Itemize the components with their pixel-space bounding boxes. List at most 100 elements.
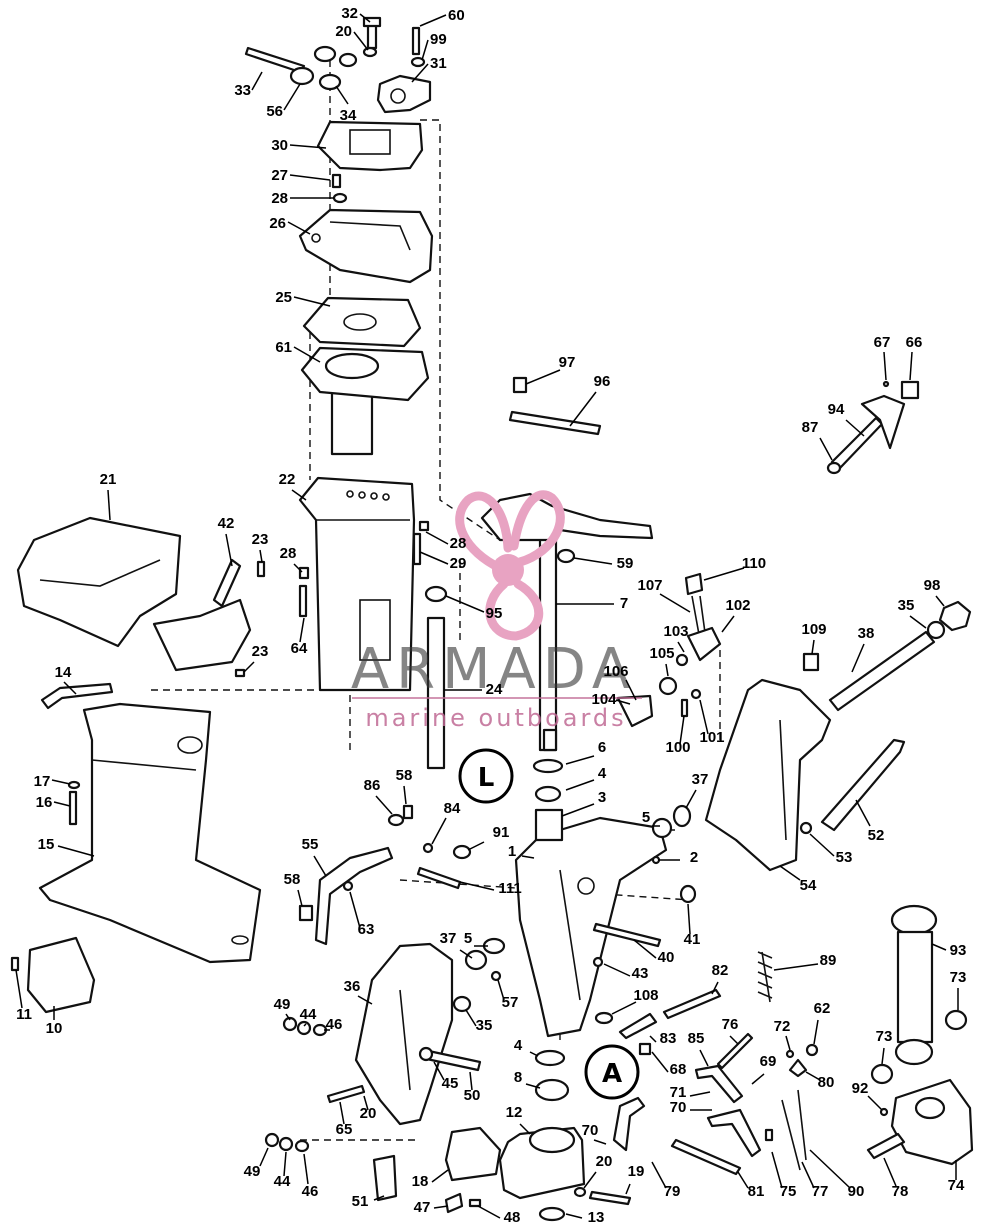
callout-leader [107, 489, 111, 521]
callout-20: 20 [360, 1095, 376, 1122]
callout-number: 52 [868, 827, 885, 844]
callout-number: 46 [302, 1183, 319, 1200]
callout-number: 28 [450, 535, 467, 552]
callout-number: 102 [725, 597, 750, 614]
callout-number: 28 [271, 190, 288, 207]
callout-number: 5 [642, 809, 650, 826]
callout-number: 55 [302, 836, 319, 853]
callout-number: 44 [300, 1006, 317, 1023]
callout-number: 76 [722, 1016, 739, 1033]
callout-number: 16 [36, 794, 53, 811]
callout-102: 102 [721, 597, 751, 633]
callout-73: 73 [876, 1028, 892, 1065]
callout-leader [243, 661, 255, 673]
callout-number: 43 [632, 965, 649, 982]
inner-exhaust-housing-22 [298, 476, 416, 692]
callout-leader [459, 949, 473, 959]
callout-leader [931, 943, 947, 951]
callout-number: 97 [559, 354, 576, 371]
gasket-30 [316, 120, 424, 172]
arm-79 [612, 1096, 646, 1152]
callout-number: 67 [874, 334, 891, 351]
washer-86 [387, 813, 405, 827]
callout-32: 32 [341, 5, 371, 23]
callout-number: 3 [598, 789, 606, 806]
callout-leader [411, 63, 429, 83]
callout-46: 46 [302, 1153, 319, 1200]
callout-65: 65 [336, 1101, 352, 1138]
callout-38: 38 [851, 625, 874, 673]
link-70 [706, 1108, 762, 1158]
callout-leader [867, 1095, 883, 1111]
callout-number: 20 [596, 1153, 613, 1170]
callout-leader [771, 1151, 783, 1189]
callout-59: 59 [573, 555, 633, 572]
callout-24: 24 [444, 681, 503, 698]
callout-15: 15 [38, 836, 95, 857]
callout-leader [883, 1157, 897, 1187]
callout-number: 29 [450, 555, 467, 572]
callout-leader [809, 1149, 851, 1189]
callout-leader [811, 639, 815, 655]
callout-number: 58 [284, 871, 301, 888]
callout-57: 57 [497, 979, 518, 1011]
bushing-53 [799, 821, 813, 835]
callout-number: 83 [660, 1030, 677, 1047]
callout-53: 53 [809, 833, 852, 866]
callout-leader [433, 1205, 449, 1209]
callout-number: 62 [814, 1000, 831, 1017]
callout-leader [677, 641, 685, 653]
callout-leader [303, 1153, 309, 1185]
callout-number: 78 [892, 1183, 909, 1200]
screw-23-bottom [234, 668, 246, 678]
nut-49-bottom [264, 1132, 280, 1148]
clip-43 [592, 956, 604, 968]
callout-number: 104 [591, 691, 617, 708]
plate-51 [372, 1154, 398, 1202]
cover-plate-10 [26, 936, 96, 1014]
callout-number: 49 [244, 1163, 261, 1180]
callout-leader [353, 31, 369, 51]
link-83 [618, 1012, 658, 1040]
callout-number: 103 [663, 623, 688, 640]
screw-60 [411, 26, 421, 56]
screw-23-top [256, 560, 266, 578]
callout-44: 44 [274, 1151, 291, 1190]
callout-22: 22 [279, 471, 307, 501]
washer-34a [313, 45, 337, 63]
callout-leader [431, 817, 447, 845]
callout-number: 81 [748, 1183, 765, 1200]
callout-leader [625, 679, 637, 701]
callout-leader [573, 557, 613, 565]
callout-number: 31 [430, 55, 447, 72]
callout-8: 8 [514, 1069, 541, 1089]
callout-11: 11 [15, 969, 32, 1023]
callout-leader [633, 939, 657, 959]
washer-34c [338, 52, 358, 68]
callout-leader [349, 891, 361, 929]
callout-leader [679, 715, 685, 745]
cap-110 [684, 572, 704, 596]
link-81 [670, 1138, 742, 1176]
screw-108 [594, 1011, 614, 1025]
callout-leader [445, 595, 485, 613]
gasket-25 [302, 296, 422, 348]
callout-number: 15 [38, 836, 55, 853]
ring-13 [538, 1206, 566, 1222]
callout-number: 108 [633, 987, 658, 1004]
callout-85: 85 [688, 1030, 709, 1067]
callout-20: 20 [335, 23, 369, 51]
callout-number: 17 [34, 773, 51, 790]
bracket-80 [788, 1058, 808, 1078]
nut-44-top [296, 1020, 312, 1036]
badge-lower: A [584, 1044, 640, 1100]
callout-leader [729, 1035, 739, 1045]
washer-35-right [926, 620, 946, 640]
nut-98 [938, 600, 972, 632]
callout-leader [851, 643, 865, 673]
callout-51: 51 [352, 1193, 385, 1210]
callout-leader [651, 1161, 667, 1189]
seal-14 [40, 682, 114, 710]
callout-74: 74 [948, 1160, 965, 1194]
